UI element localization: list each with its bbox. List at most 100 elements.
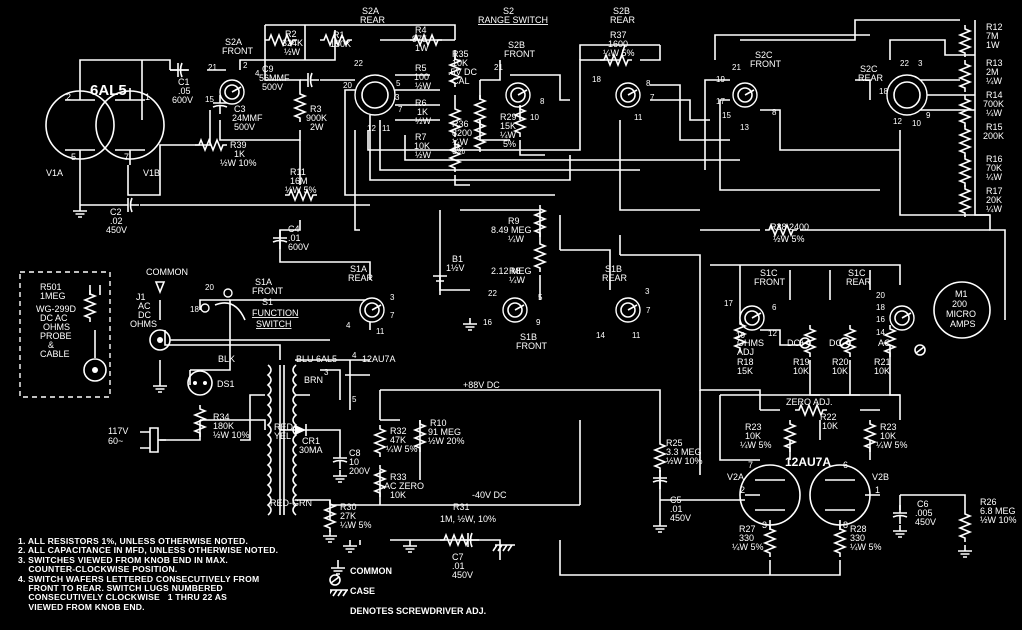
svg-text:4: 4 <box>346 321 351 330</box>
svg-text:7M: 7M <box>986 31 999 41</box>
svg-text:1K: 1K <box>417 107 428 117</box>
svg-text:¼W: ¼W <box>986 76 1003 86</box>
svg-text:R12: R12 <box>986 22 1003 32</box>
meter-m1: M1 200 MICRO AMPS <box>933 281 991 339</box>
svg-text:600V: 600V <box>172 95 193 105</box>
note-line: COUNTER-CLOCKWISE POSITION. <box>18 564 178 575</box>
svg-text:21: 21 <box>208 63 217 72</box>
svg-text:¼W: ¼W <box>509 275 526 285</box>
case-ground-icon <box>330 589 348 597</box>
svg-text:DC AC: DC AC <box>40 313 68 323</box>
svg-text:7: 7 <box>650 93 655 102</box>
svg-text:S1B: S1B <box>605 264 622 274</box>
svg-text:FUNCTION: FUNCTION <box>252 308 299 318</box>
svg-text:BLU: BLU <box>296 354 314 364</box>
svg-text:2M: 2M <box>986 67 999 77</box>
svg-text:R8: R8 <box>509 266 521 276</box>
svg-text:S1C: S1C <box>760 268 778 278</box>
svg-text:¼W 5%: ¼W 5% <box>603 48 635 58</box>
svg-text:8: 8 <box>843 520 848 530</box>
screwdriver-adj-symbols <box>329 337 926 586</box>
tube-v2-type: 12AU7A <box>785 455 831 469</box>
note-line: VIEWED FROM KNOB END. <box>18 601 145 612</box>
svg-text:REAR: REAR <box>610 15 636 25</box>
svg-text:R5: R5 <box>415 63 427 73</box>
svg-text:WG-299D: WG-299D <box>36 304 77 314</box>
svg-text:¼W 5%: ¼W 5% <box>732 542 764 552</box>
svg-text:R16: R16 <box>986 154 1003 164</box>
svg-text:11: 11 <box>382 124 391 133</box>
svg-text:3: 3 <box>645 287 650 296</box>
svg-text:7: 7 <box>748 460 753 470</box>
legend-common: COMMON <box>350 566 392 576</box>
svg-text:8: 8 <box>772 108 777 117</box>
svg-text:700K: 700K <box>983 99 1004 109</box>
svg-text:R29: R29 <box>500 112 517 122</box>
line-plug: 117V 60~ <box>108 426 166 453</box>
svg-text:R23: R23 <box>745 422 762 432</box>
svg-text:YEL: YEL <box>274 431 291 441</box>
svg-text:R21: R21 <box>874 357 891 367</box>
svg-text:¼W 5%: ¼W 5% <box>850 542 882 552</box>
supply-minus40v: -40V DC <box>472 490 507 500</box>
svg-text:20: 20 <box>343 81 352 90</box>
svg-text:AC: AC <box>878 338 891 348</box>
svg-text:FRONT: FRONT <box>222 46 253 56</box>
svg-text:450V: 450V <box>452 570 473 580</box>
svg-text:27K: 27K <box>340 511 356 521</box>
svg-text:R25: R25 <box>666 438 683 448</box>
svg-text:DS1: DS1 <box>217 379 235 389</box>
svg-text:324K: 324K <box>282 38 303 48</box>
svg-text:3: 3 <box>762 520 767 530</box>
svg-text:REAR: REAR <box>858 73 884 83</box>
svg-text:.05: .05 <box>178 86 191 96</box>
lamp-ds1: DS1 <box>187 370 235 396</box>
svg-text:5%: 5% <box>452 146 465 156</box>
svg-text:12: 12 <box>367 124 376 133</box>
svg-text:REAR: REAR <box>348 273 374 283</box>
tube-v2b-label: V2B <box>872 472 889 482</box>
svg-text:S2: S2 <box>503 6 514 16</box>
svg-text:20K: 20K <box>986 195 1002 205</box>
note-line: CONSECUTIVELY CLOCKWISE 1 THRU 22 AS <box>18 592 228 603</box>
svg-text:14: 14 <box>876 328 885 337</box>
svg-text:2.12 MEG: 2.12 MEG <box>491 266 532 276</box>
svg-text:R32: R32 <box>390 426 407 436</box>
svg-text:REAR: REAR <box>846 277 872 287</box>
svg-text:B1: B1 <box>452 254 463 264</box>
svg-text:8: 8 <box>540 97 545 106</box>
svg-text:10K: 10K <box>832 366 848 376</box>
tube-v1b-label: V1B <box>143 168 160 178</box>
switch-s1c-front: S1C FRONT 6 17 10 12 <box>724 268 785 340</box>
svg-text:1K: 1K <box>234 149 245 159</box>
svg-text:16: 16 <box>483 318 492 327</box>
note-line: 1. ALL RESISTORS 1%, UNLESS OTHERWISE NO… <box>18 536 249 546</box>
svg-text:12: 12 <box>893 117 902 126</box>
svg-text:R9: R9 <box>508 216 520 226</box>
svg-text:1600: 1600 <box>608 39 628 49</box>
svg-text:9: 9 <box>536 318 541 327</box>
svg-text:10K: 10K <box>414 141 430 151</box>
svg-text:5: 5 <box>538 293 543 302</box>
svg-text:2: 2 <box>243 61 248 70</box>
svg-text:22: 22 <box>354 59 363 68</box>
svg-text:100: 100 <box>414 72 429 82</box>
svg-text:AC ZERO: AC ZERO <box>384 481 424 491</box>
tube-v1: 6AL5 2 1 5 7 V1A V1B <box>45 82 165 178</box>
svg-text:S2A: S2A <box>362 6 379 16</box>
legend-screwdriver: DENOTES SCREWDRIVER ADJ. <box>350 606 487 616</box>
svg-text:6AL5: 6AL5 <box>316 354 337 364</box>
svg-text:.5V DC: .5V DC <box>448 67 478 77</box>
svg-text:R31: R31 <box>453 502 470 512</box>
svg-text:R18: R18 <box>737 357 754 367</box>
svg-text:500V: 500V <box>234 122 255 132</box>
svg-text:15K: 15K <box>737 366 753 376</box>
svg-text:RANGE SWITCH: RANGE SWITCH <box>478 15 548 25</box>
svg-text:¼W 5%: ¼W 5% <box>340 520 372 530</box>
svg-text:BLK: BLK <box>218 354 235 364</box>
svg-text:21: 21 <box>732 63 741 72</box>
note-line: 3. SWITCHES VIEWED FROM KNOB END IN MAX. <box>18 554 228 565</box>
svg-text:91 MEG: 91 MEG <box>428 427 461 437</box>
svg-text:¼W: ¼W <box>508 234 525 244</box>
svg-text:R501: R501 <box>40 282 62 292</box>
